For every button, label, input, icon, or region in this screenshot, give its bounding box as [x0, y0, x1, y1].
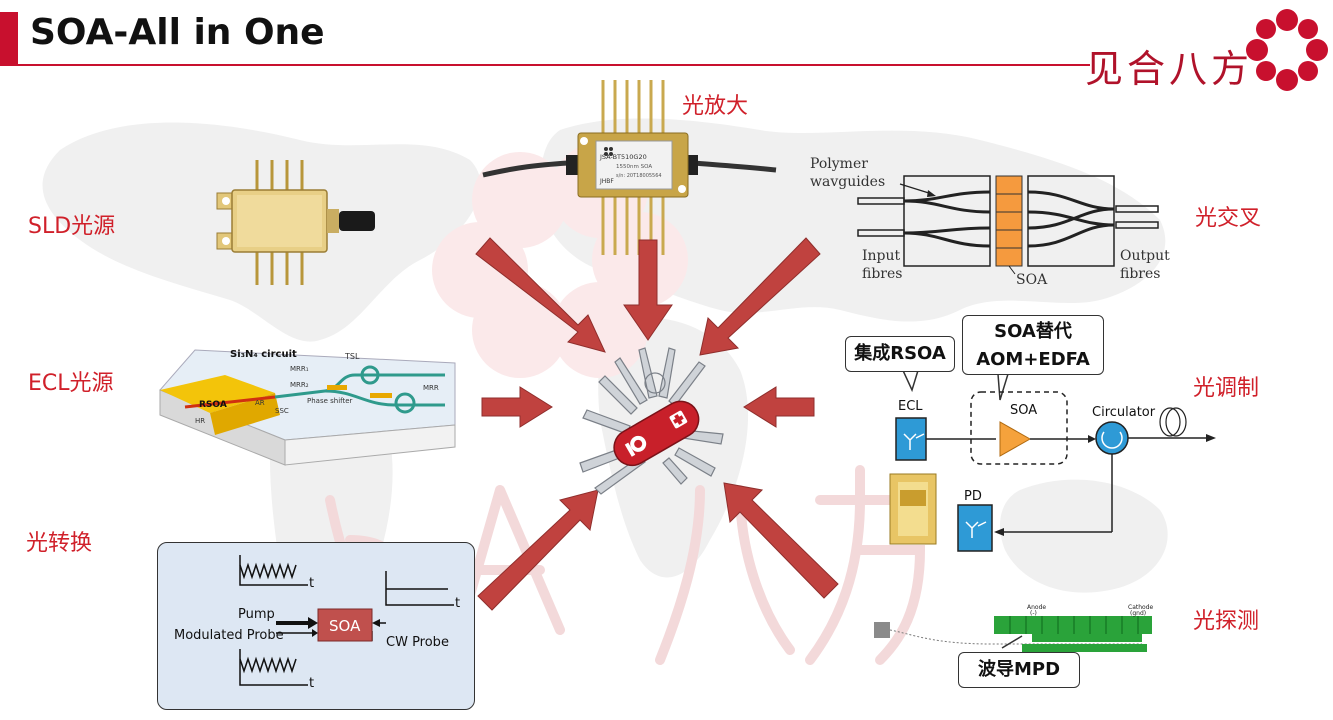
cc-output-label-1: Output — [1120, 248, 1170, 264]
cc-soa-label: SOA — [1016, 272, 1048, 288]
ecl-rsoa-label: RSOA — [199, 400, 227, 410]
ecl-circuit-label: Si₃N₄ circuit — [230, 349, 297, 360]
cc-polymer-label-2: wavguides — [810, 174, 885, 190]
label-amplify: 光放大 — [682, 94, 749, 119]
conv-modulated-probe-label: Modulated Probe — [174, 628, 284, 643]
brand-name: 见合八方 — [1085, 47, 1254, 91]
arrow-from-right — [743, 386, 815, 428]
crossconnect-diagram: Polymer wavguides Input fibres Output fi… — [810, 156, 1170, 288]
cc-polymer-label-1: Polymer — [810, 156, 868, 172]
amp-chip-line3: s/n: 20T18005564 — [616, 173, 662, 179]
callout-integrated-rsoa: 集成RSOA — [845, 336, 955, 372]
arrow-from-left — [481, 386, 553, 428]
title-underline — [0, 64, 1090, 66]
arrow-from-top-left — [475, 237, 606, 353]
title-accent-bar — [0, 12, 18, 64]
conv-pump-label: Pump — [238, 607, 275, 622]
conv-cw-probe-label: CW Probe — [386, 635, 449, 650]
ecl-mrr-label: MRR — [423, 384, 439, 392]
callout-soa-replace: SOA替代 AOM+EDFA — [962, 315, 1104, 375]
amp-chip-line1: JSA-BT510G20 — [599, 153, 647, 161]
cc-input-label-2: fibres — [862, 266, 902, 282]
mpd-anode-label-2: (-) — [1030, 610, 1037, 617]
ecl-hr-label: HR — [195, 417, 205, 425]
mpd-anode-label-1: Anode — [1027, 604, 1046, 611]
ecl-mrr1-label: MRR₁ — [290, 365, 309, 373]
ecl-phase-label: Phase shifter — [307, 397, 353, 405]
slide-title: SOA-All in One — [30, 12, 325, 53]
arrow-from-bottom-right — [723, 482, 839, 599]
arrow-from-top — [623, 239, 673, 341]
mod-pd-label: PD — [964, 489, 982, 504]
label-ecl: ECL光源 — [28, 371, 114, 396]
brand-logo-icon — [1246, 9, 1328, 91]
label-crossconnect: 光交叉 — [1195, 206, 1262, 231]
callout-soa-replace-line1: SOA替代 — [994, 321, 1072, 342]
label-sld: SLD光源 — [28, 214, 116, 239]
arrow-from-bottom-left — [477, 489, 599, 611]
amp-chip-maker: JHBF — [599, 178, 614, 185]
ecl-tsl-label: TSL — [344, 352, 360, 361]
swiss-army-knife-icon — [579, 347, 724, 495]
mod-circulator-label: Circulator — [1092, 405, 1156, 420]
soa-amplifier-module-image: JSA-BT510G20 1550nm SOA s/n: 20T18005564… — [482, 80, 777, 255]
amp-chip-line2: 1550nm SOA — [616, 164, 652, 170]
conv-t2: t — [309, 676, 315, 691]
mod-soa-label: SOA — [1010, 403, 1037, 418]
conversion-diagram — [239, 555, 454, 686]
ecl-mrr2-label: MRR₂ — [290, 381, 309, 389]
conv-soa-label: SOA — [329, 617, 361, 635]
wavelength-conversion-panel: t t t Pump Modulated Probe SOA CW Probe — [157, 542, 475, 710]
label-conversion: 光转换 — [26, 531, 93, 556]
conv-t3: t — [455, 596, 461, 611]
ecl-ssc-label: SSC — [275, 407, 289, 415]
mpd-cathode-label-2: (gnd) — [1130, 610, 1146, 617]
callout-waveguide-mpd: 波导MPD — [958, 652, 1080, 688]
mpd-cathode-label-1: Cathode — [1128, 604, 1154, 611]
callout-soa-replace-line2: AOM+EDFA — [976, 349, 1090, 370]
modulation-diagram: ECL SOA Circulator PD — [889, 363, 1216, 552]
mod-ecl-label: ECL — [898, 399, 923, 414]
ecl-ar-label: AR — [255, 399, 265, 407]
ecl-chip-image: Si₃N₄ circuit TSL MRR₁ MRR₂ MRR RSOA HR … — [159, 349, 456, 466]
conv-t1: t — [309, 576, 315, 591]
label-modulate: 光调制 — [1193, 376, 1260, 401]
label-detect: 光探测 — [1193, 609, 1260, 634]
mpd-detector-image: Anode (-) Cathode (gnd) — [874, 604, 1154, 652]
arrow-from-top-right — [699, 237, 821, 356]
sld-module-image — [216, 160, 375, 285]
cc-input-label-1: Input — [862, 248, 901, 264]
cc-output-label-2: fibres — [1120, 266, 1160, 282]
